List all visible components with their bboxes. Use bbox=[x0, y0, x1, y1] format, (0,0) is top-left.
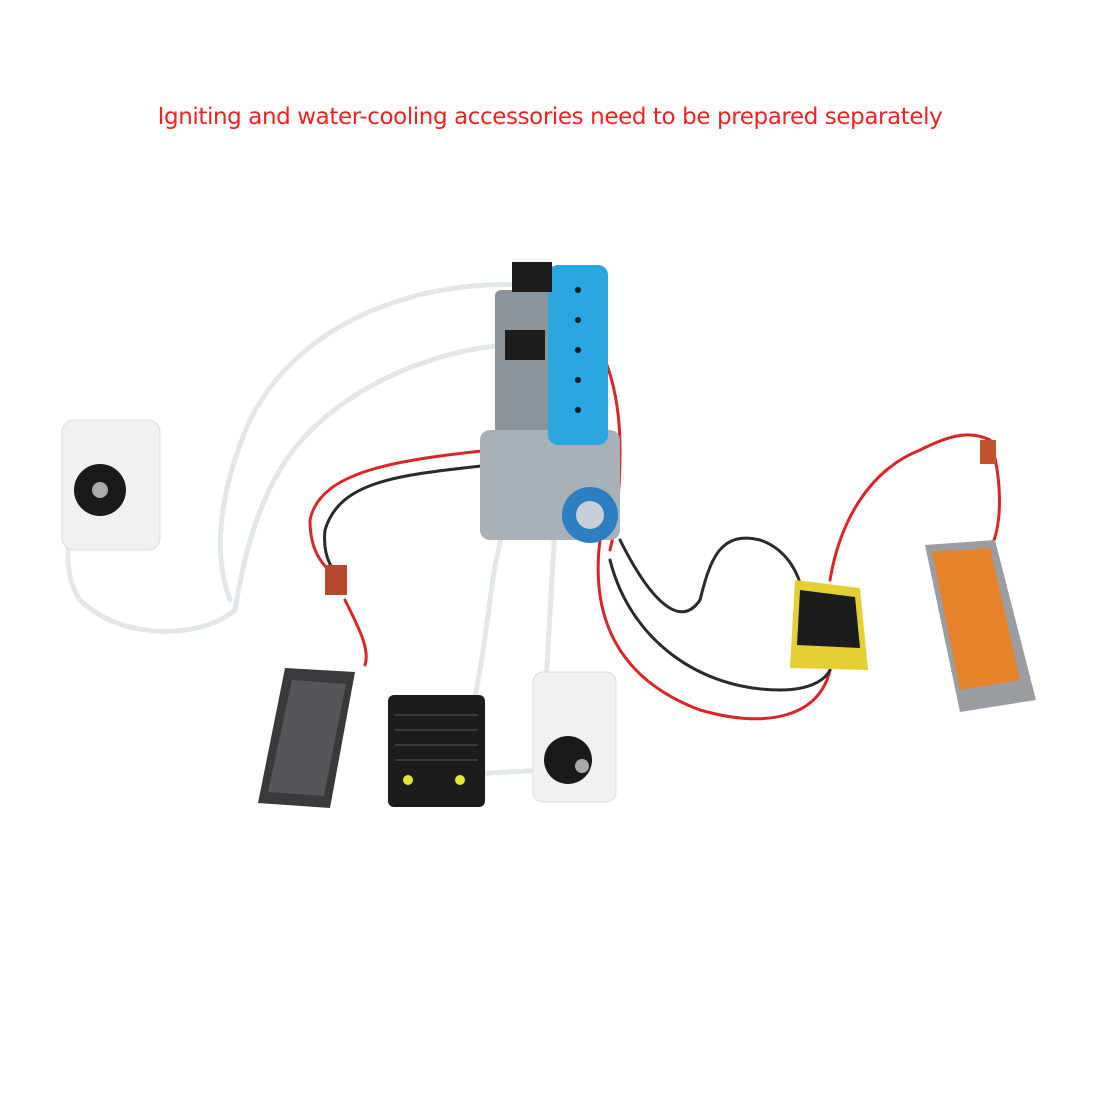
connector bbox=[325, 565, 347, 595]
battery-right bbox=[925, 540, 1036, 712]
caption: Igniting and water-cooling accessories n… bbox=[157, 104, 943, 130]
igniter-module bbox=[790, 580, 868, 670]
battery-left bbox=[258, 668, 355, 808]
connector bbox=[980, 440, 996, 464]
coolant-tank bbox=[532, 671, 617, 803]
radiator bbox=[388, 695, 485, 807]
fuel-tank bbox=[61, 419, 161, 551]
engine bbox=[480, 262, 620, 543]
valve-cover bbox=[548, 265, 608, 445]
wires bbox=[308, 298, 1001, 721]
